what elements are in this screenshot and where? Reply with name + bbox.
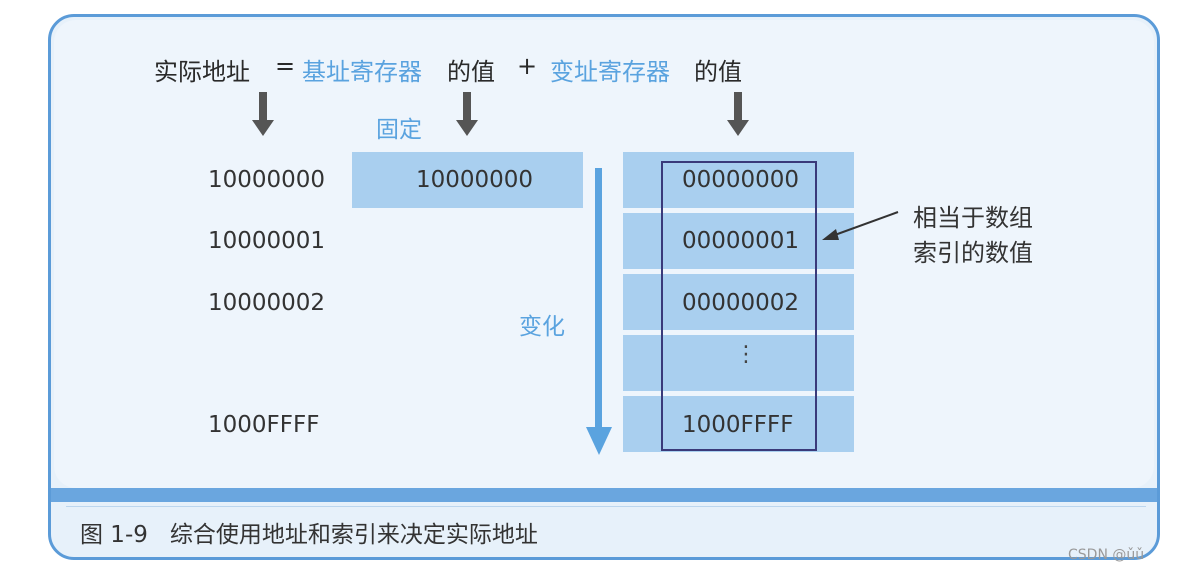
caption-text: 综合使用地址和索引来决定实际地址 — [169, 522, 538, 548]
note-line-2: 索引的数值 — [913, 239, 1033, 267]
formula-index-register: 变址寄存器 — [550, 58, 670, 86]
down-arrow-index-icon — [727, 120, 749, 136]
actual-address-2: 10000002 — [208, 290, 326, 316]
watermark: CSDN @ǔǔ — [1068, 547, 1145, 563]
varies-label: 变化 — [519, 314, 565, 340]
actual-address-1: 10000001 — [208, 228, 326, 254]
varies-arrow-icon — [586, 427, 612, 455]
index-value-last: 1000FFFF — [682, 412, 794, 438]
varies-arrow-shaft — [595, 168, 602, 428]
caption-figure-number: 图 1-9 — [80, 522, 148, 548]
caption-box — [66, 506, 1146, 553]
formula-equals: = — [275, 52, 296, 80]
index-value-1: 00000001 — [682, 228, 800, 254]
down-arrow-base-shaft — [463, 92, 471, 122]
formula-plus: + — [517, 52, 538, 80]
divider-band — [51, 488, 1157, 502]
base-register-value: 10000000 — [416, 167, 534, 193]
down-arrow-actual-shaft — [259, 92, 267, 122]
index-value-frame — [661, 161, 817, 451]
formula-base-register: 基址寄存器 — [302, 58, 422, 86]
down-arrow-index-shaft — [734, 92, 742, 122]
figure-caption: 图 1-9 综合使用地址和索引来决定实际地址 — [80, 515, 538, 549]
index-value-2: 00000002 — [682, 290, 800, 316]
actual-address-last: 1000FFFF — [208, 412, 320, 438]
down-arrow-actual-icon — [252, 120, 274, 136]
note-line-1: 相当于数组 — [913, 204, 1033, 232]
figure-panel — [54, 20, 1154, 488]
fixed-label: 固定 — [376, 117, 422, 143]
base-register-cell — [352, 152, 583, 208]
index-value-0: 00000000 — [682, 167, 800, 193]
down-arrow-base-icon — [456, 120, 478, 136]
actual-address-0: 10000000 — [208, 167, 326, 193]
formula-value-of-base: 的值 — [447, 58, 495, 86]
formula-actual-address: 实际地址 — [154, 58, 250, 86]
formula-value-of-index: 的值 — [694, 58, 742, 86]
